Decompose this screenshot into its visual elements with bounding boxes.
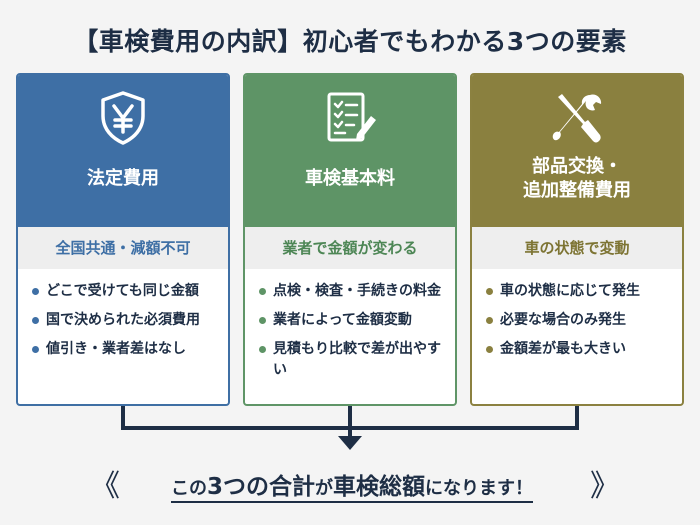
bullet-dot-icon [32,317,39,324]
card-header: 車検基本料 [245,75,455,227]
bullet-dot-icon [32,288,39,295]
left-chevron-icon: 《 [90,469,120,504]
summary-text: この3つの合計が車検総額になります！ [122,470,582,506]
bullet-dot-icon [32,346,39,353]
checklist-pen-icon [321,89,379,147]
summary-part: が [315,478,333,499]
list-item: 点検・検査・手続きの料金 [257,281,447,302]
list-item: 業者によって金額変動 [257,310,447,331]
summary-line: 《 この3つの合計が車検総額になります！ 》 [0,470,700,510]
card-title: 法定費用 [87,168,159,189]
card-bullet-list: どこで受けても同じ金額 国で決められた必須費用 値引き・業者差はなし [18,269,228,360]
wrench-screwdriver-icon [548,89,606,147]
summary-part: になります！ [425,478,533,499]
bullet-dot-icon [259,288,266,295]
card-subtitle: 業者で金額が変わる [245,227,455,269]
card-header: 法定費用 [18,75,228,227]
card-inspection-base-fee: 車検基本料 業者で金額が変わる 点検・検査・手続きの料金 業者によって金額変動 … [243,73,457,406]
card-header: 部品交換・ 追加整備費用 [472,75,682,227]
bullet-dot-icon [259,346,266,353]
list-item: 値引き・業者差はなし [30,339,220,360]
summary-highlight: 3つの合計 [206,474,315,500]
list-item: 金額差が最も大きい [484,339,674,360]
bullet-dot-icon [486,317,493,324]
card-subtitle: 車の状態で変動 [472,227,682,269]
list-item: 見積もり比較で差が出やすい [257,339,447,381]
card-title: 車検基本料 [305,168,395,189]
card-bullet-list: 点検・検査・手続きの料金 業者によって金額変動 見積もり比較で差が出やすい [245,269,455,381]
yen-shield-icon [94,89,152,147]
card-subtitle: 全国共通・減額不可 [18,227,228,269]
list-item: 必要な場合のみ発生 [484,310,674,331]
right-chevron-icon: 》 [590,469,620,504]
card-parts-repair-fees: 部品交換・ 追加整備費用 車の状態で変動 車の状態に応じて発生 必要な場合のみ発… [470,73,684,406]
list-item: どこで受けても同じ金額 [30,281,220,302]
bullet-dot-icon [259,317,266,324]
arrow-down-icon [338,436,362,450]
bullet-dot-icon [486,288,493,295]
summary-part: この [170,478,207,499]
page-title: 【車検費用の内訳】初心者でもわかる3つの要素 [73,27,627,56]
bullet-dot-icon [486,346,493,353]
list-item: 車の状態に応じて発生 [484,281,674,302]
summary-highlight: 車検総額 [333,474,425,500]
card-bullet-list: 車の状態に応じて発生 必要な場合のみ発生 金額差が最も大きい [472,269,682,360]
card-legal-fees: 法定費用 全国共通・減額不可 どこで受けても同じ金額 国で決められた必須費用 値… [16,73,230,406]
card-title: 部品交換・ 追加整備費用 [523,156,631,201]
list-item: 国で決められた必須費用 [30,310,220,331]
